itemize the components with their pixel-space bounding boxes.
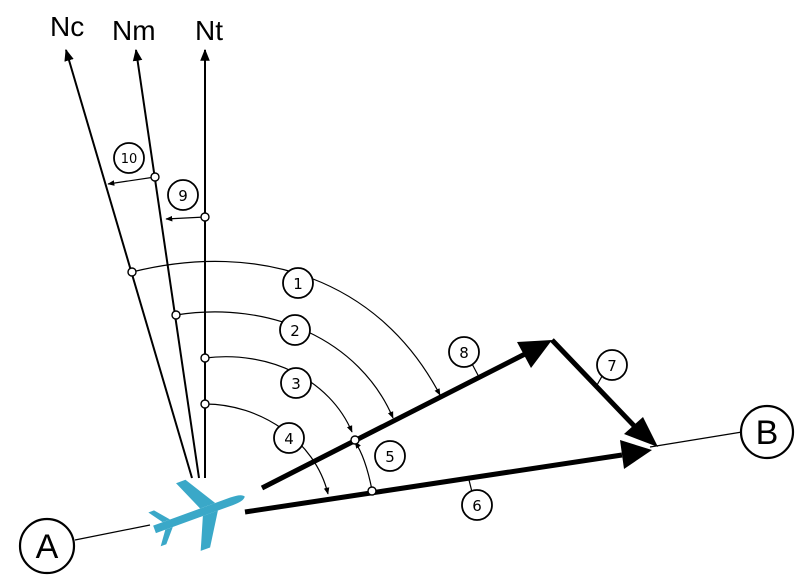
node-2 <box>171 310 181 320</box>
label-2: 2 <box>279 314 311 346</box>
label-10: 10 <box>113 142 145 174</box>
svg-text:8: 8 <box>459 344 469 362</box>
svg-text:B: B <box>756 414 779 452</box>
angle-3-arc <box>204 356 353 433</box>
angle-9-arc <box>165 215 206 222</box>
node-9 <box>200 212 210 222</box>
point-b: B <box>739 404 795 460</box>
heading-arrowhead <box>517 340 552 368</box>
svg-text:2: 2 <box>290 322 300 340</box>
airplane-icon <box>148 479 245 551</box>
svg-text:10: 10 <box>121 152 138 167</box>
angle-10-arc <box>107 176 156 186</box>
track-line-b <box>649 431 743 448</box>
label-9: 9 <box>167 179 199 211</box>
svg-text:6: 6 <box>472 497 482 515</box>
node-5-top <box>350 435 360 445</box>
node-5-bottom <box>367 486 377 496</box>
track-line-a <box>74 524 151 541</box>
compass-north-line <box>64 48 193 479</box>
nc-label: Nc <box>50 11 84 42</box>
svg-text:3: 3 <box>291 375 301 393</box>
wind-vector <box>550 338 642 434</box>
point-a: A <box>18 517 76 575</box>
svg-text:9: 9 <box>178 187 188 205</box>
node-4 <box>200 399 210 409</box>
label-5: 5 <box>374 440 406 472</box>
ground-vector <box>244 452 623 515</box>
magnetic-north-line <box>132 48 200 479</box>
label-8: 8 <box>448 336 480 368</box>
svg-text:1: 1 <box>293 275 303 293</box>
svg-text:5: 5 <box>385 448 395 466</box>
node-3 <box>200 353 210 363</box>
heading-vector <box>260 351 527 491</box>
label-6: 6 <box>461 489 493 521</box>
node-10 <box>150 172 160 182</box>
label-1: 1 <box>282 267 314 299</box>
node-1 <box>127 267 137 277</box>
label-4: 4 <box>273 422 305 454</box>
wind-arrowhead <box>624 417 658 447</box>
svg-text:A: A <box>36 528 59 566</box>
label-3: 3 <box>280 367 312 399</box>
label-7: 7 <box>596 349 628 381</box>
svg-text:4: 4 <box>284 430 294 448</box>
svg-text:7: 7 <box>607 357 617 375</box>
nm-label: Nm <box>112 15 156 46</box>
angle-4-arc <box>204 403 330 495</box>
leader-6 <box>467 475 473 493</box>
ground-arrowhead <box>620 440 652 469</box>
nt-label: Nt <box>195 15 223 46</box>
angle-5-arc <box>354 441 373 491</box>
